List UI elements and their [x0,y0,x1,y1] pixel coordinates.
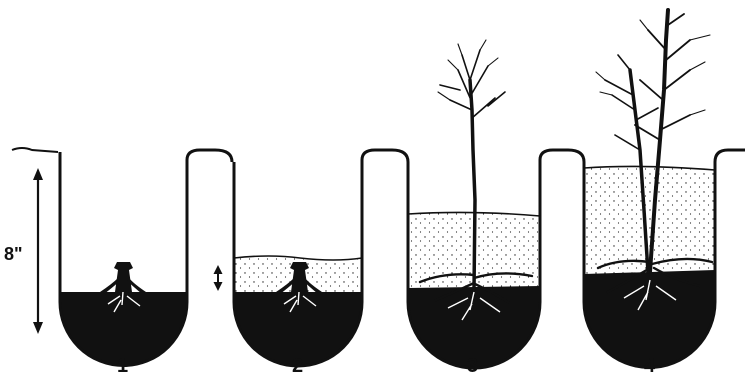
ground-line [12,148,58,152]
step-label-2: 2 [292,355,303,378]
fill-depth-arrow [214,265,223,291]
trench-4 [584,10,745,368]
step-label-1: 1 [117,355,128,378]
trench-3 [408,40,584,368]
trench-1 [60,150,232,366]
trench-2 [234,150,408,366]
step-label-4: 4 [644,355,655,378]
seedling-stump-1 [100,262,146,294]
step-label-3: 3 [467,355,478,378]
depth-label: 8" [4,244,23,265]
depth-arrow [33,168,43,334]
